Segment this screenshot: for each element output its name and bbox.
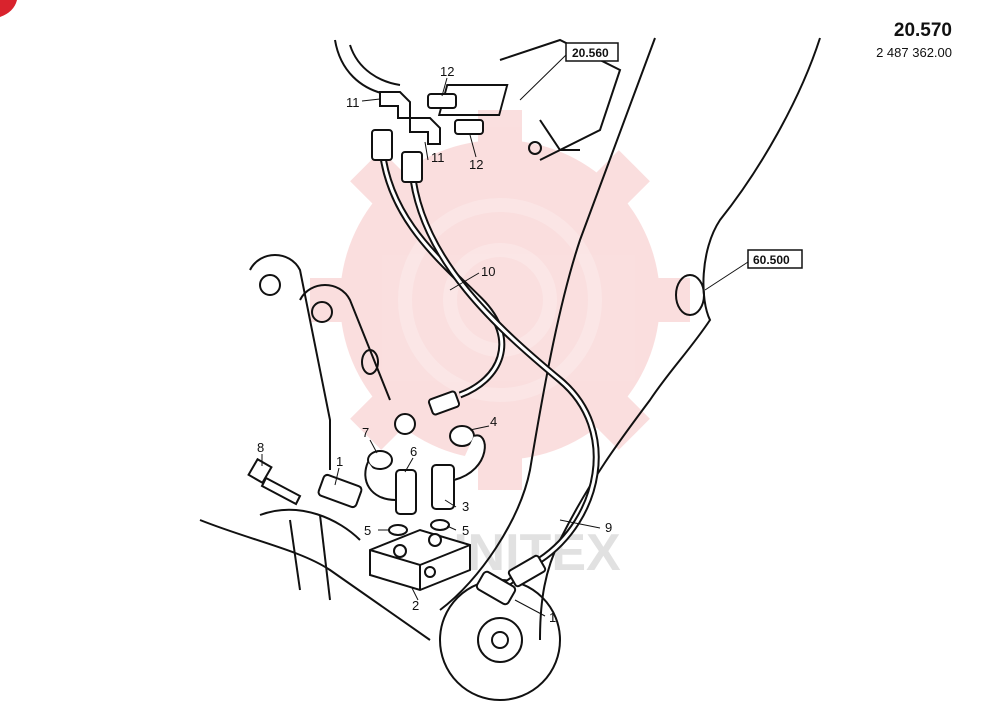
callout-4: 4 xyxy=(490,414,497,429)
callout-5-left: 5 xyxy=(364,523,371,538)
dust-caps xyxy=(364,425,486,501)
callout-1-left: 1 xyxy=(336,454,343,469)
callout-10: 10 xyxy=(481,264,495,279)
callout-11-top: 11 xyxy=(346,95,360,110)
watermark-logo xyxy=(310,110,690,490)
hose-nut xyxy=(394,413,416,435)
ref-box-20560 xyxy=(565,42,619,62)
elbow-fittings-11 xyxy=(379,91,441,145)
quick-couplers xyxy=(317,464,547,606)
bolt-8 xyxy=(247,457,302,506)
corner-mark xyxy=(0,0,17,17)
callout-6: 6 xyxy=(410,444,417,459)
callout-5-right: 5 xyxy=(462,523,469,538)
page-code: 20.570 xyxy=(893,20,952,41)
washers-5 xyxy=(388,519,450,536)
part-number: 2 487 362.00 xyxy=(876,45,952,60)
ref-label-20560: 20.560 xyxy=(572,46,609,60)
callout-12-top: 12 xyxy=(440,64,454,79)
hose-fitting-upper-left xyxy=(371,129,393,161)
callout-1-right: 1 xyxy=(549,610,556,625)
callout-12-mid: 12 xyxy=(469,157,483,172)
callout-2: 2 xyxy=(412,598,419,613)
hose-9-inner xyxy=(410,169,598,587)
callout-leaders xyxy=(261,77,601,617)
callout-9: 9 xyxy=(605,520,612,535)
hose-10-inner xyxy=(380,149,504,397)
callout-3: 3 xyxy=(462,499,469,514)
ref-leader-20560 xyxy=(519,54,567,101)
hose-fitting-upper-right xyxy=(401,151,423,183)
callout-7: 7 xyxy=(362,425,369,440)
distribution-block-2 xyxy=(369,528,471,592)
callout-8: 8 xyxy=(257,440,264,455)
callout-11-mid: 11 xyxy=(431,150,445,165)
connectors-12 xyxy=(427,93,484,135)
hose-fitting-mid xyxy=(427,390,461,416)
ref-leader-60500 xyxy=(704,261,749,291)
ref-box-60500 xyxy=(747,249,803,269)
mounting-brackets xyxy=(199,254,431,641)
ref-label-60500: 60.500 xyxy=(753,253,790,267)
